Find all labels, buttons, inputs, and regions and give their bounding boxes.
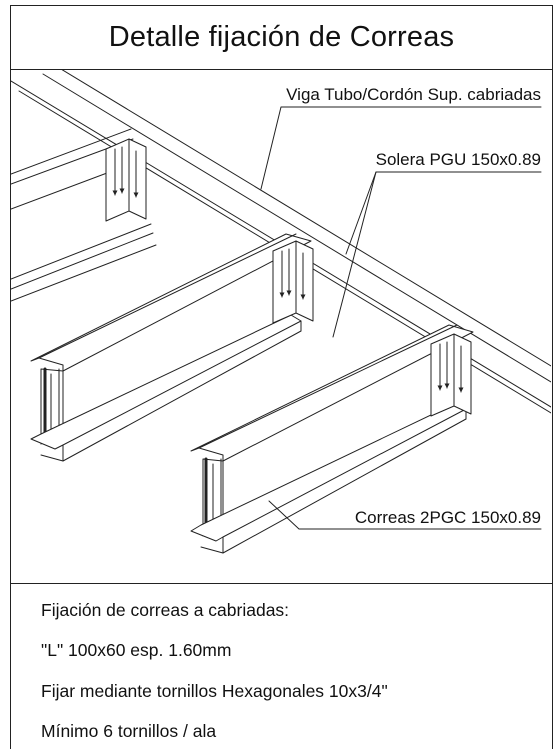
label-solera: Solera PGU 150x0.89 <box>376 150 541 169</box>
note-line-1: Fijación de correas a cabriadas: <box>41 600 290 620</box>
angle-clip-1 <box>105 138 147 222</box>
label-correas: Correas 2PGC 150x0.89 <box>355 508 541 527</box>
angle-clip-2 <box>272 240 314 324</box>
leader-lines <box>260 106 542 530</box>
purlin-2 <box>190 324 474 554</box>
note-line-4: Mínimo 6 tornillos / ala <box>41 721 217 741</box>
angle-clip-3 <box>430 333 472 417</box>
detail-sheet: Detalle fijación de Correas <box>10 5 553 749</box>
note-line-3: Fijar mediante tornillos Hexagonales 10x… <box>41 681 388 701</box>
purlin-1 <box>30 233 312 462</box>
page-title: Detalle fijación de Correas <box>108 21 455 53</box>
isometric-drawing: Viga Tubo/Cordón Sup. cabriadas Solera P… <box>11 69 551 583</box>
title-box: Detalle fijación de Correas <box>11 6 552 70</box>
purlin-left-partial <box>11 128 157 302</box>
notes-box: Fijación de correas a cabriadas: "L" 100… <box>11 583 552 749</box>
note-line-2: "L" 100x60 esp. 1.60mm <box>41 640 232 660</box>
label-viga: Viga Tubo/Cordón Sup. cabriadas <box>286 85 541 104</box>
